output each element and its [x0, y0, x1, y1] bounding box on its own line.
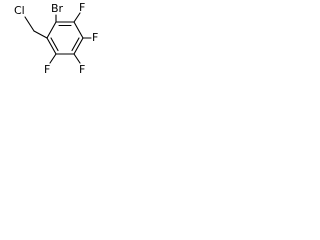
- atom-label-chloro: Cl: [14, 4, 25, 17]
- ring-bond-lower-left: [46, 37, 57, 55]
- bond-ring-to-fluoro-1: [73, 12, 81, 23]
- bond-ring-to-fluoro-3: [73, 53, 81, 64]
- bond-ring-to-ch2: [33, 30, 48, 39]
- benzene-ring: [46, 21, 84, 55]
- atom-label-fluoro-4: F: [44, 63, 50, 76]
- ring-bond-upper-left: [46, 21, 57, 39]
- ring-double-bond-left: [50, 37, 59, 52]
- ring-bond-lower-right: [73, 37, 84, 55]
- atom-label-fluoro-2: F: [92, 31, 98, 44]
- structure-diagram: Cl Br F F F F: [14, 1, 98, 76]
- bond-ring-to-fluoro-4: [49, 53, 57, 64]
- atom-label-fluoro-1: F: [79, 1, 85, 14]
- ring-double-bond-right: [71, 37, 80, 52]
- ring-bond-upper-right: [73, 21, 84, 39]
- atom-label-bromo: Br: [51, 2, 64, 15]
- atom-label-fluoro-3: F: [79, 63, 85, 76]
- bond-ch2-to-chloro: [24, 16, 35, 32]
